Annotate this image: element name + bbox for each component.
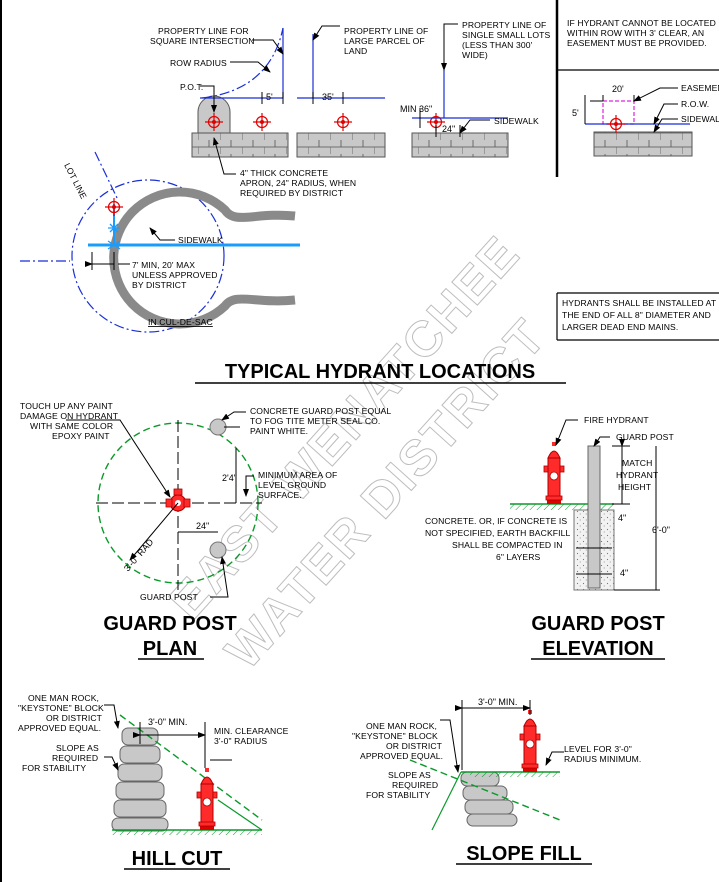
min-max-3: BY DISTRICT [132, 280, 187, 290]
dim-24: 24" [442, 124, 455, 134]
level-2: LEVEL GROUND [258, 480, 326, 490]
post-1: CONCRETE GUARD POST EQUAL [250, 406, 391, 416]
prop-small-2: SINGLE SMALL LOTS [462, 30, 550, 40]
prop-small-3: (LESS THAN 300' [462, 40, 533, 50]
fill-rock-4: APPROVED EQUAL. [360, 751, 443, 761]
title-hill-cut: HILL CUT [132, 848, 223, 870]
hill-rock-2: "KEYSTONE" BLOCK [18, 703, 104, 713]
match-1: MATCH [622, 458, 652, 468]
post-3: PAINT WHITE. [250, 426, 308, 436]
fill-slope-3: FOR STABILITY [366, 790, 430, 800]
plan-guard-post: GUARD POST [140, 592, 198, 602]
apron-2: APRON, 24" RADIUS, WHEN [240, 178, 356, 188]
concrete-3: SHALL BE COMPACTED IN [452, 540, 563, 550]
sidewalk-label-2: SIDEWALK [681, 114, 719, 124]
fill-rock-2: "KEYSTONE" BLOCK [352, 731, 438, 741]
prop-square-1: PROPERTY LINE FOR [158, 26, 249, 36]
fill-dim-3: 3'-0" MIN. [478, 697, 517, 707]
sidewalk-label: SIDEWALK [494, 116, 539, 126]
hill-cut-labels: ONE MAN ROCK, "KEYSTONE" BLOCK OR DISTRI… [18, 693, 289, 773]
plan-dim-24ft: 2'4" [222, 473, 237, 483]
min36-label: MIN 36" [400, 104, 432, 114]
touchup-2: DAMAGE ON HYDRANT [20, 411, 119, 421]
title-guard-elev-1: GUARD POST [531, 613, 664, 635]
fill-slope-1: SLOPE AS [388, 770, 431, 780]
dim-5: 5' [266, 92, 273, 102]
title-slope-fill: SLOPE FILL [466, 843, 582, 865]
plan-dim-24in: 24" [196, 521, 209, 531]
fill-level-1: LEVEL FOR 3'-0" [564, 744, 632, 754]
concrete-1: CONCRETE. OR, IF CONCRETE IS [425, 516, 567, 526]
prop-large-1: PROPERTY LINE OF [344, 26, 428, 36]
hill-slope-3: FOR STABILITY [22, 763, 86, 773]
title-guard-plan-1: GUARD POST [103, 613, 236, 635]
level-3: SURFACE. [258, 490, 302, 500]
dead-end-2: THE END OF ALL 8" DIAMETER AND [562, 310, 711, 320]
prop-large-2: LARGE PARCEL OF [344, 36, 425, 46]
fill-rock-3: OR DISTRICT [386, 741, 443, 751]
fire-hydrant-label: FIRE HYDRANT [584, 415, 649, 425]
easement-labels: IF HYDRANT CANNOT BE LOCATED WITHIN ROW … [567, 18, 719, 124]
pot-label: P.O.T. [180, 82, 203, 92]
easement-note-3: EASEMENT MUST BE PROVIDED. [567, 38, 707, 48]
prop-small-4: WIDE) [462, 50, 488, 60]
row-label: R.O.W. [681, 99, 709, 109]
fill-slope-2: REQUIRED [392, 780, 438, 790]
easement-note-1: IF HYDRANT CANNOT BE LOCATED [567, 18, 716, 28]
match-2: HYDRANT [616, 470, 659, 480]
touchup-3: WITH SAME COLOR [30, 421, 113, 431]
hill-rock-3: OR DISTRICT [46, 713, 103, 723]
dim-4a: 4" [618, 513, 626, 523]
min-max-2: UNLESS APPROVED [132, 270, 218, 280]
hill-rock-1: ONE MAN ROCK, [28, 693, 99, 703]
dead-end-1: HYDRANTS SHALL BE INSTALLED AT [562, 298, 717, 308]
top-row-labels: PROPERTY LINE FOR SQUARE INTERSECTION RO… [150, 20, 550, 198]
dead-end-note: HYDRANTS SHALL BE INSTALLED AT THE END O… [562, 298, 717, 332]
concrete-2: NOT SPECIFIED, EARTH BACKFILL [425, 528, 570, 538]
title-typical: TYPICAL HYDRANT LOCATIONS [225, 361, 535, 383]
apron-1: 4" THICK CONCRETE [240, 168, 328, 178]
concrete-4: 6" LAYERS [496, 552, 541, 562]
slope-fill-labels: 3'-0" MIN. ONE MAN ROCK, "KEYSTONE" BLOC… [352, 697, 641, 800]
fill-rock-1: ONE MAN ROCK, [366, 721, 437, 731]
touchup-1: TOUCH UP ANY PAINT [20, 401, 114, 411]
dim-6ft: 6'-0" [652, 525, 670, 535]
lot-line-label: LOT LINE [62, 161, 89, 200]
min-max-1: 7' MIN, 20' MAX [132, 260, 195, 270]
dim-35: 35' [322, 92, 334, 102]
title-guard-elev-2: ELEVATION [542, 638, 653, 660]
easement-label: EASEMENT [681, 83, 719, 93]
prop-large-3: LAND [344, 46, 367, 56]
hill-clear-2: 3'-0" RADIUS [214, 736, 267, 746]
apron-3: REQUIRED BY DISTRICT [240, 188, 344, 198]
culdesac-caption: IN CUL-DE-SAC [148, 317, 213, 327]
title-guard-plan-2: PLAN [143, 638, 197, 660]
dim-5b: 5' [572, 108, 579, 118]
guard-post-label: GUARD POST [616, 432, 674, 442]
dim-20: 20' [612, 84, 624, 94]
fill-level-2: RADIUS MINIMUM. [564, 754, 641, 764]
match-3: HEIGHT [618, 482, 652, 492]
easement-note-2: WITHIN ROW WITH 3' CLEAR, AN [567, 28, 704, 38]
watermark: EAST WENATCHEE WATER DISTRICT [158, 224, 557, 679]
prop-square-2: SQUARE INTERSECTION [150, 36, 255, 46]
hill-rock-4: APPROVED EQUAL. [18, 723, 101, 733]
level-1: MINIMUM AREA OF [258, 470, 337, 480]
hill-slope-1: SLOPE AS [56, 743, 99, 753]
dead-end-3: LARGER DEAD END MAINS. [562, 322, 678, 332]
plan-rad: 3'-0" RAD [122, 537, 156, 574]
hill-dim-3: 3'-0" MIN. [148, 717, 187, 727]
prop-small-1: PROPERTY LINE OF [462, 20, 546, 30]
elevation-labels: FIRE HYDRANT GUARD POST MATCH HYDRANT HE… [425, 415, 674, 578]
hill-clear-1: MIN. CLEARANCE [214, 726, 289, 736]
post-2: TO FOG TITE METER SEAL CO. [250, 416, 380, 426]
touchup-4: EPOXY PAINT [52, 431, 110, 441]
dim-4b: 4" [620, 568, 628, 578]
hill-slope-2: REQUIRED [52, 753, 98, 763]
culdesac-sidewalk: SIDEWALK [178, 235, 223, 245]
row-radius-label: ROW RADIUS [170, 58, 227, 68]
